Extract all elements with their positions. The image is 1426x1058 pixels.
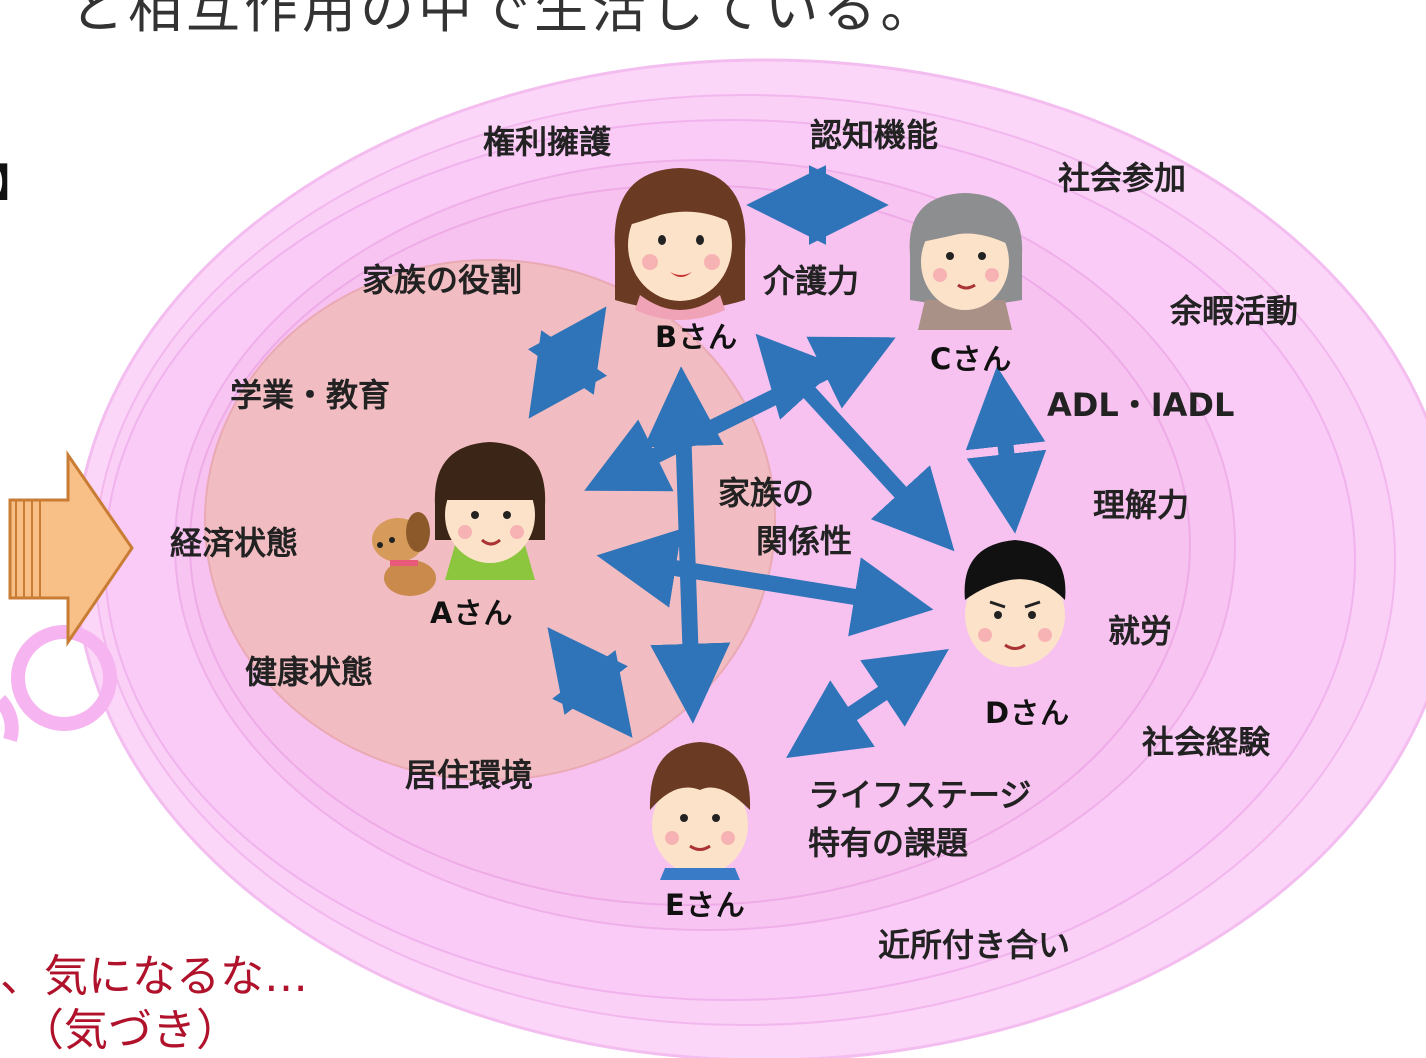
label-kazoku-yakuwari: 家族の役割 xyxy=(362,261,523,299)
person-b-icon xyxy=(614,168,746,320)
decorative-ring-left xyxy=(11,625,117,731)
person-c-icon xyxy=(909,193,1023,330)
person-e-icon xyxy=(649,742,751,880)
label-kazoku-kankei-1: 家族の xyxy=(718,474,815,512)
arrow-a-e xyxy=(547,627,633,738)
label-rikairyoku: 理解力 xyxy=(1093,486,1190,524)
label-kinjo-tsukiai: 近所付き合い xyxy=(878,926,1071,964)
label-kaigoryoku: 介護力 xyxy=(763,262,860,300)
label-keizai-jotai: 経済状態 xyxy=(170,524,299,562)
label-yoka-katsudo: 余暇活動 xyxy=(1170,292,1299,330)
label-gakugyo-kyoiku: 学業・教育 xyxy=(230,376,391,414)
label-life-stage-1: ライフステージ xyxy=(808,776,1032,814)
arrow-d-e xyxy=(786,648,949,759)
label-shakai-keiken: 社会経験 xyxy=(1142,723,1271,761)
person-a-icon xyxy=(434,442,546,580)
person-a-label: Aさん xyxy=(430,596,514,630)
dog-icon xyxy=(372,512,436,596)
person-c-label: Cさん xyxy=(930,342,1013,376)
header-text: と相互作用の中で生活している。 xyxy=(70,0,939,40)
decorative-arc-left xyxy=(0,695,19,743)
arrow-c-d xyxy=(965,366,1047,534)
arrow-b-a xyxy=(527,306,608,419)
person-d-icon xyxy=(964,540,1066,667)
arrow-a-d xyxy=(596,528,934,637)
label-kazoku-kankei-2: 関係性 xyxy=(756,522,853,560)
label-life-stage-2: 特有の課題 xyxy=(808,824,969,862)
header-bracket: 】 xyxy=(0,152,32,207)
label-shuro: 就労 xyxy=(1108,612,1173,650)
label-ninchi-kino: 認知機能 xyxy=(810,116,939,154)
person-b-label: Bさん xyxy=(655,320,739,354)
label-kyoju-kankyo: 居住環境 xyxy=(405,756,534,794)
note-line-2: （気づき） xyxy=(20,1005,240,1056)
label-kenri-yogo: 権利擁護 xyxy=(483,123,612,161)
label-adl-iadl: ADL・IADL xyxy=(1047,386,1235,424)
person-e-label: Eさん xyxy=(665,888,746,922)
label-shakai-sanka: 社会参加 xyxy=(1058,159,1187,197)
block-arrow-icon xyxy=(8,450,134,647)
label-kenko-jotai: 健康状態 xyxy=(245,653,374,691)
arrow-c-a xyxy=(584,336,896,492)
note-line-1: 、気になるな… xyxy=(0,951,308,1002)
person-d-label: Dさん xyxy=(985,696,1071,730)
